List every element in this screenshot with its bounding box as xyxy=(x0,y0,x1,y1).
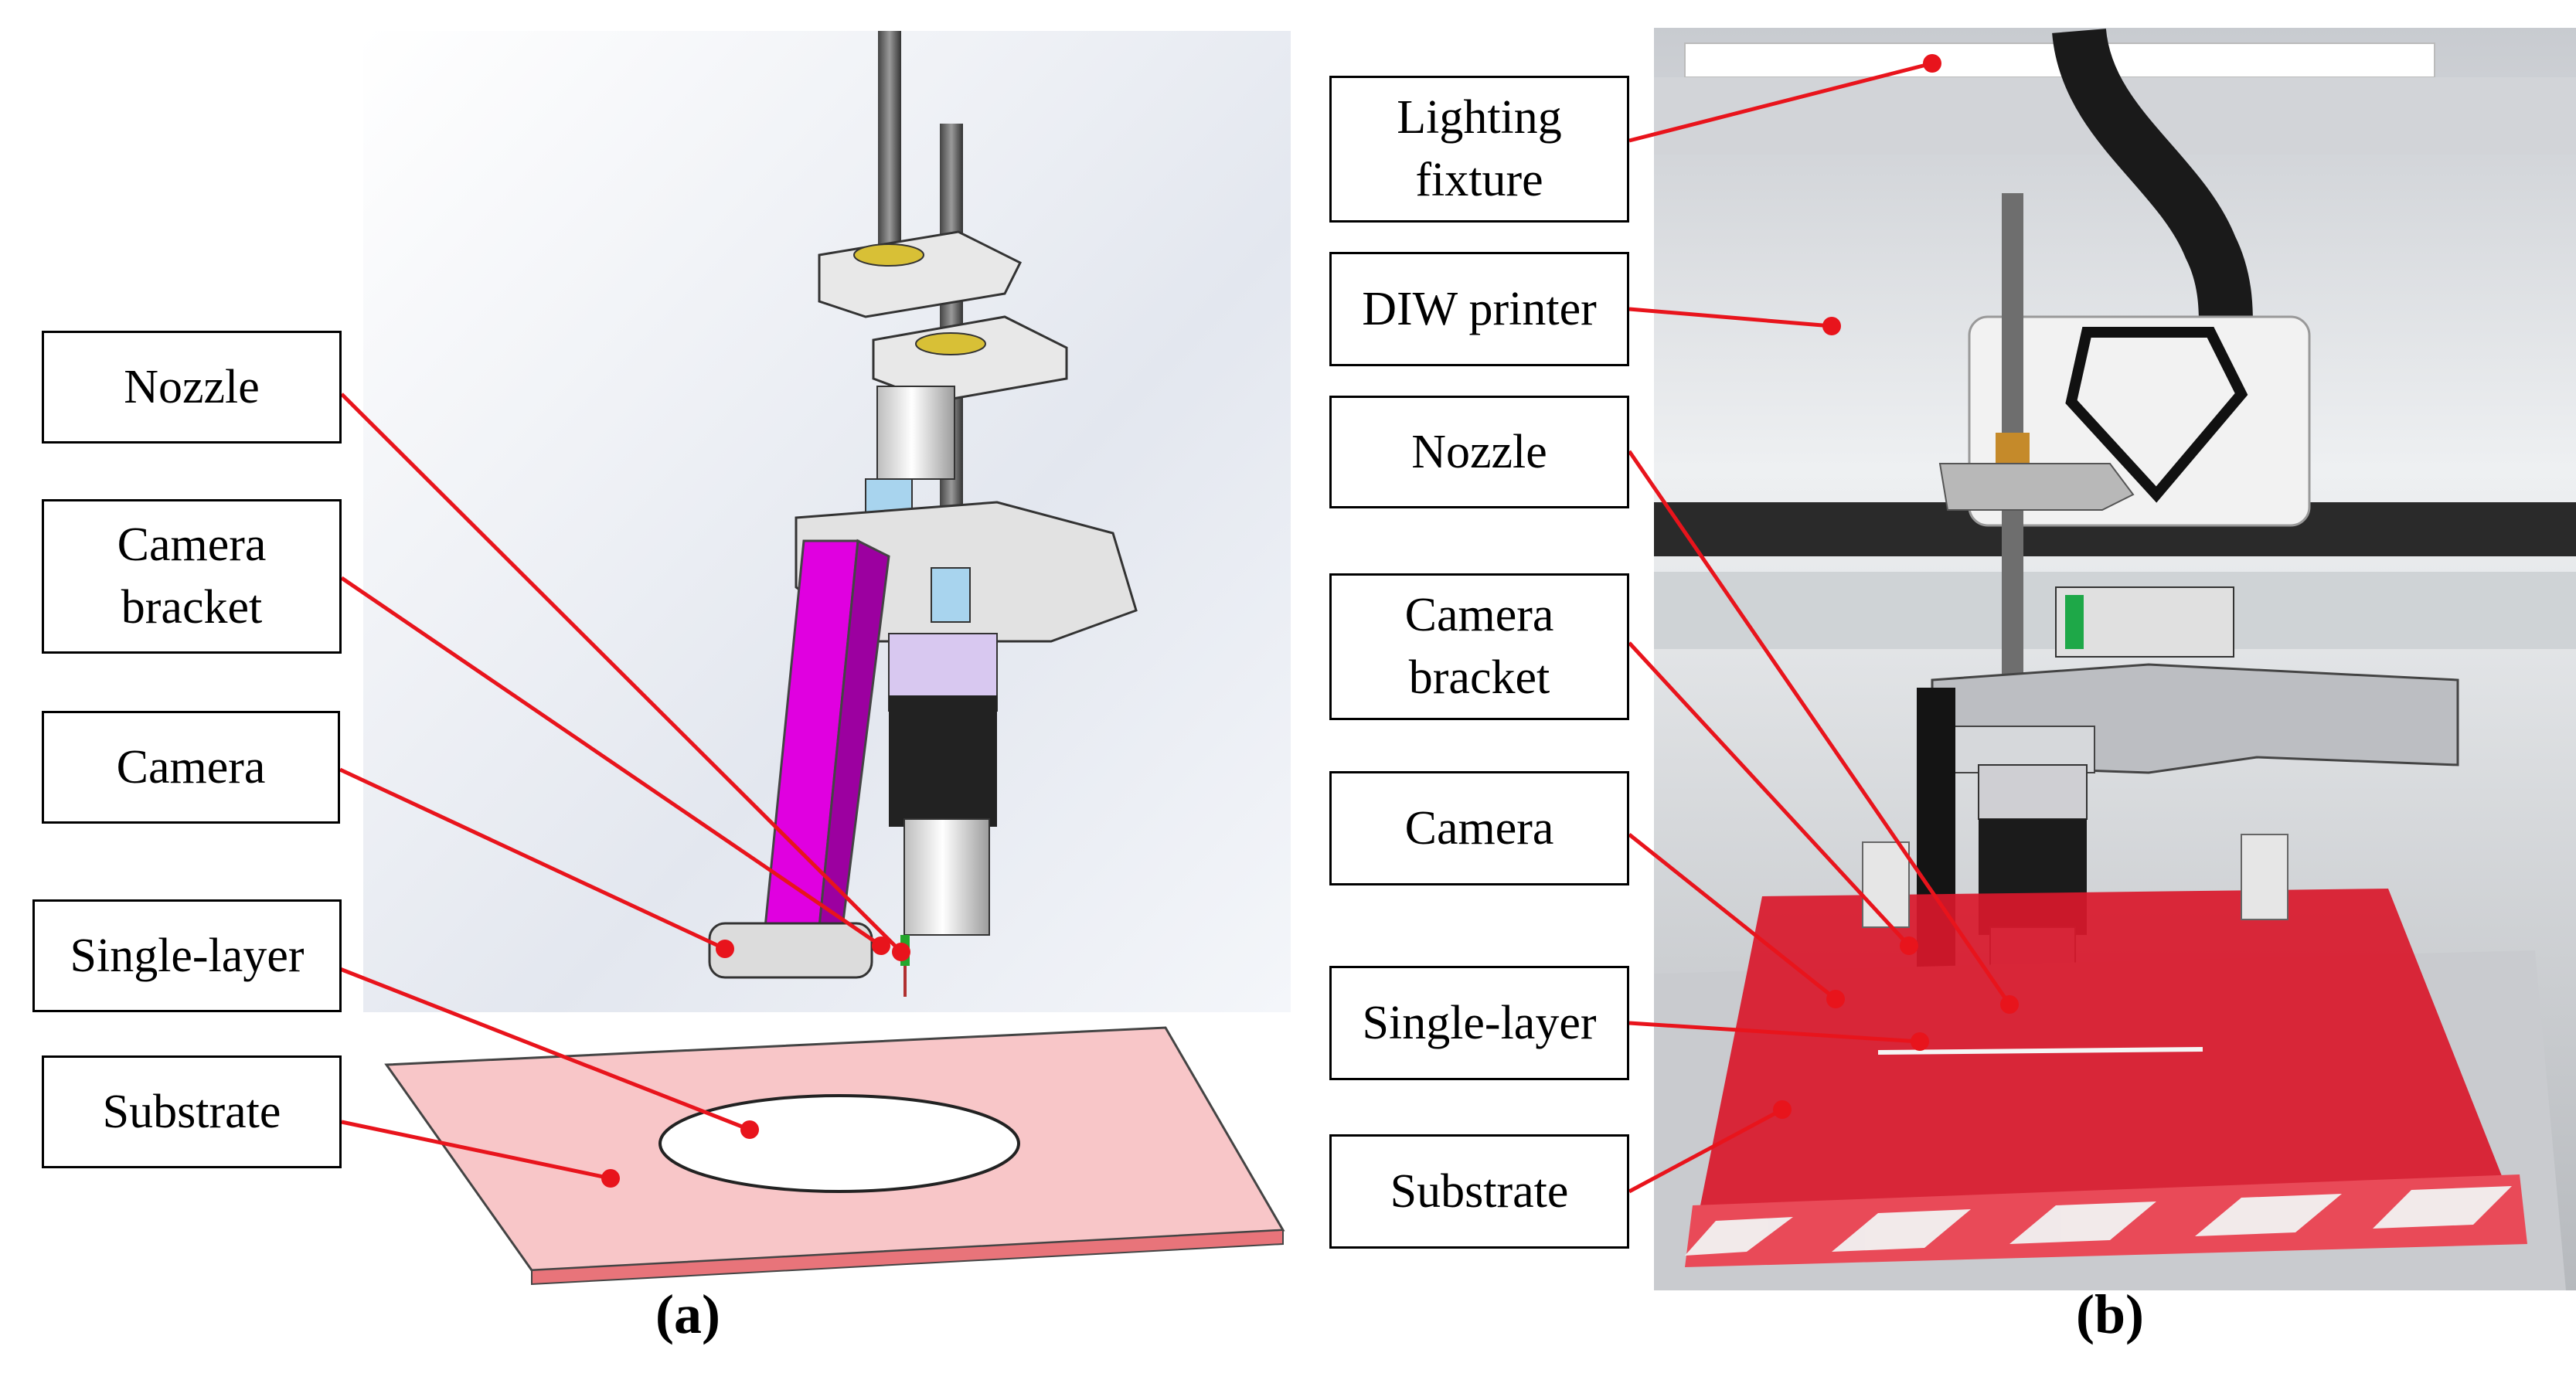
leader-dots-a xyxy=(601,936,910,1188)
label-a-single-layer: Single-layer xyxy=(32,899,342,1012)
leader-lines-a xyxy=(339,393,903,1181)
printer-head-cad xyxy=(708,31,1138,997)
label-b-substrate: Substrate xyxy=(1329,1134,1629,1249)
label-b-single-layer: Single-layer xyxy=(1329,966,1629,1080)
leader-lines-b xyxy=(1627,61,2012,1194)
label-b-camera: Camera xyxy=(1329,771,1629,885)
label-a-substrate: Substrate xyxy=(42,1055,342,1168)
label-a-camera: Camera xyxy=(42,711,340,824)
label-b-camera-bracket: Camera bracket xyxy=(1329,573,1629,720)
single-layer-shape xyxy=(658,1094,1020,1193)
label-b-lighting-fixture: Lighting fixture xyxy=(1329,76,1629,223)
label-b-diw-printer: DIW printer xyxy=(1329,252,1629,366)
caption-a: (a) xyxy=(655,1283,720,1345)
label-b-nozzle: Nozzle xyxy=(1329,396,1629,508)
leader-dots-b xyxy=(1773,54,2019,1119)
label-a-camera-bracket: Camera bracket xyxy=(42,499,342,654)
label-a-nozzle: Nozzle xyxy=(42,331,342,444)
caption-b: (b) xyxy=(2076,1283,2144,1345)
red-substrate xyxy=(1693,889,2520,1244)
printed-line xyxy=(1877,1047,2203,1055)
